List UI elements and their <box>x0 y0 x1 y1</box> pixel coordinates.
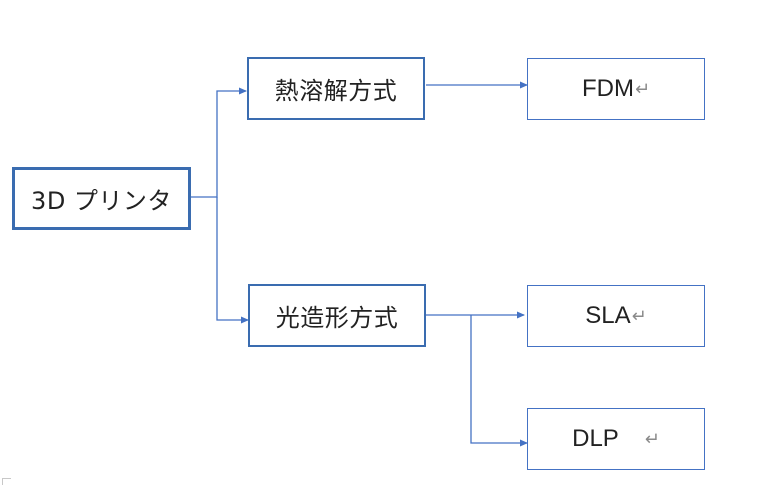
leaf-node-sla: SLA↵ <box>527 285 705 347</box>
page-corner-mark <box>2 478 11 485</box>
root-node-label: 3D プリンタ <box>31 187 172 215</box>
method-node-light-label: 光造形方式 <box>275 304 399 332</box>
paragraph-mark-icon: ↵ <box>644 428 660 450</box>
paragraph-mark-icon: ↵ <box>634 78 651 100</box>
method-node-heat: 熱溶解方式 <box>247 57 425 120</box>
leaf-node-fdm-label: FDM <box>581 75 634 102</box>
leaf-node-sla-label: SLA <box>585 302 631 329</box>
leaf-node-fdm: FDM↵ <box>527 58 705 120</box>
leaf-node-dlp: DLP ↵ <box>527 408 705 470</box>
connector-root-to-light <box>216 197 249 324</box>
connector-root-trunk <box>190 87 247 198</box>
method-node-light: 光造形方式 <box>248 284 426 347</box>
root-node-3d-printer: 3D プリンタ <box>12 167 191 230</box>
paragraph-mark-icon: ↵ <box>631 305 647 327</box>
connector-light-to-dlp <box>470 315 528 447</box>
method-node-heat-label: 熱溶解方式 <box>274 77 398 105</box>
leaf-node-dlp-label: DLP <box>572 425 619 452</box>
